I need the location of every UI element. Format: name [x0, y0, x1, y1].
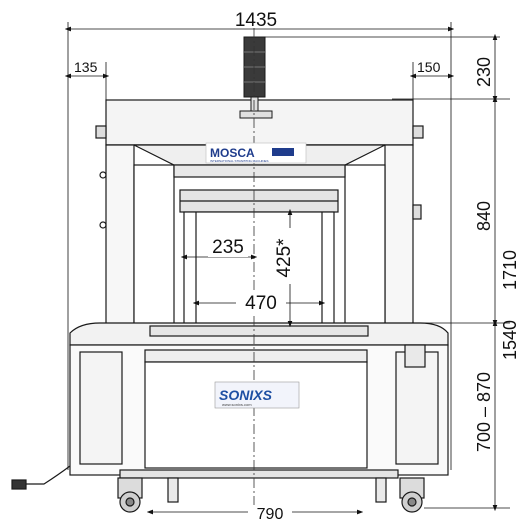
- dim-inner-height: 425*: [274, 238, 295, 278]
- power-cable: [24, 465, 71, 485]
- dim-base-width: 790: [257, 506, 284, 520]
- dim-mid-height: 1540: [500, 320, 518, 360]
- dimension-labels: 1435 135 150 230 840 1710 1540 700 – 870…: [74, 10, 518, 520]
- dim-left-offset: 135: [74, 59, 98, 75]
- power-plug-icon: [11, 479, 27, 490]
- upper-housing: [105, 99, 414, 146]
- dim-upper-height: 840: [474, 201, 494, 231]
- right-side-panel: [384, 144, 414, 326]
- dim-right-offset: 150: [417, 59, 441, 75]
- control-panel: [404, 344, 426, 368]
- sonixs-logo: SONIXS www.sonixs.com: [214, 381, 300, 409]
- mosca-logo: MOSCA INTERNATIONAL STRAPPING MACHINES: [205, 142, 307, 164]
- dim-inner-width: 235: [212, 237, 244, 258]
- signal-beacon: [239, 36, 273, 119]
- dim-tunnel-width: 470: [245, 293, 277, 314]
- right-caster: [399, 477, 425, 513]
- left-side-panel: [105, 144, 135, 326]
- dim-beacon-height: 230: [474, 57, 494, 87]
- left-caster: [117, 477, 143, 513]
- dim-total-height: 1710: [500, 250, 518, 290]
- svg-text:www.sonixs.com: www.sonixs.com: [222, 402, 252, 407]
- dim-overall-width: 1435: [235, 10, 277, 31]
- front-door: [144, 361, 368, 469]
- svg-text:SONIXS: SONIXS: [219, 387, 273, 403]
- svg-text:MOSCA: MOSCA: [210, 146, 255, 160]
- svg-text:INTERNATIONAL STRAPPING MACHIN: INTERNATIONAL STRAPPING MACHINES: [210, 159, 269, 163]
- dim-table-height: 700 – 870: [474, 372, 494, 452]
